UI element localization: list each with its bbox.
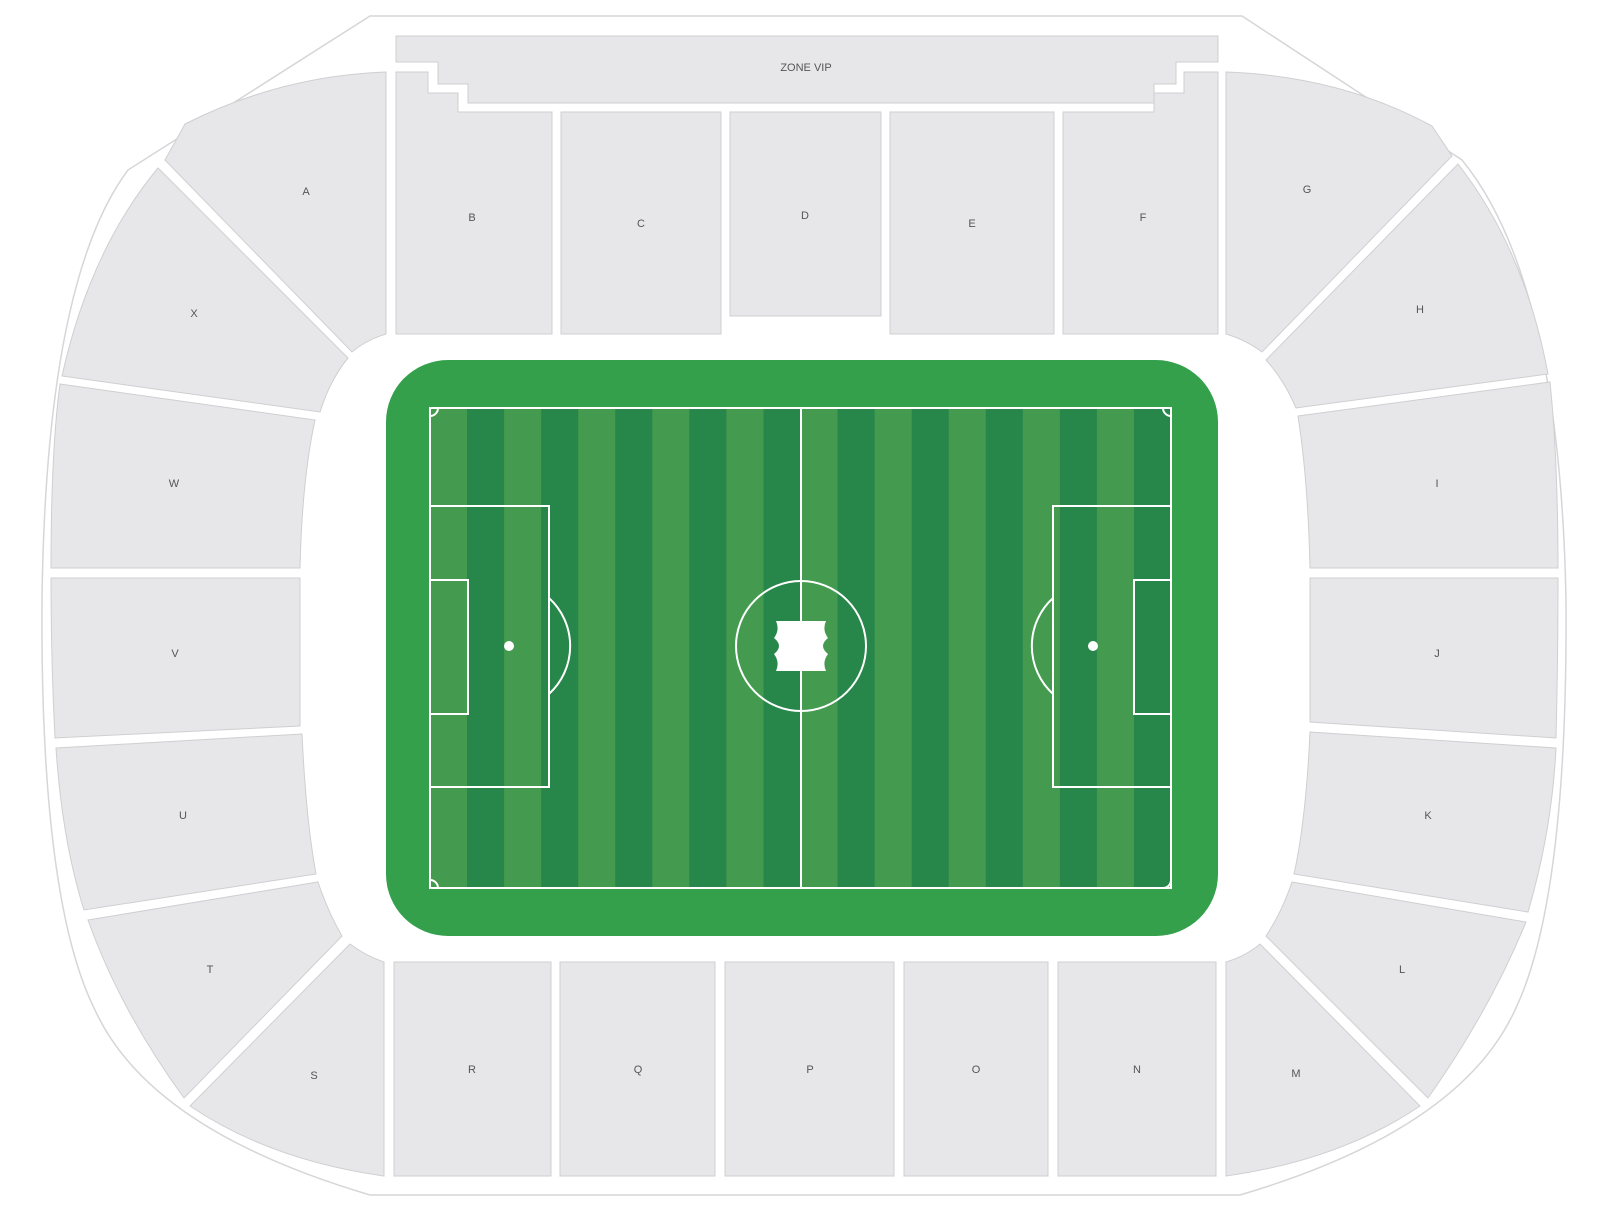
section-e[interactable]: E <box>889 111 1055 335</box>
pitch-stripe <box>948 408 987 888</box>
section-d[interactable]: D <box>729 111 882 317</box>
pitch-stripe <box>615 408 653 888</box>
section-n[interactable]: N <box>1057 961 1217 1177</box>
section-r[interactable]: R <box>393 961 552 1177</box>
section-j[interactable]: J <box>1309 577 1559 739</box>
football-pitch <box>386 360 1218 936</box>
section-q[interactable]: Q <box>559 961 716 1177</box>
pitch-stripe <box>578 408 616 888</box>
section-p[interactable]: P <box>724 961 895 1177</box>
pitch-stripe <box>467 408 505 888</box>
pitch-stripe <box>430 408 468 888</box>
section-zone-vip[interactable]: ZONE VIP <box>395 35 1219 104</box>
pitch-stripe <box>1022 408 1061 888</box>
section-v[interactable]: V <box>50 577 301 739</box>
pitch-stripes <box>430 408 1172 888</box>
pitch-stripe <box>652 408 690 888</box>
ticket-icon <box>774 621 828 671</box>
pitch-stripe <box>985 408 1024 888</box>
pitch-stripe <box>1133 408 1172 888</box>
pitch-stripe <box>726 408 764 888</box>
pitch-stripe <box>911 408 950 888</box>
pitch-stripe <box>837 408 876 888</box>
pitch-stripe <box>541 408 579 888</box>
pitch-stripe <box>1096 408 1135 888</box>
pitch-stripe <box>874 408 913 888</box>
section-c[interactable]: C <box>560 111 722 335</box>
section-o[interactable]: O <box>903 961 1049 1177</box>
pitch-stripe <box>689 408 727 888</box>
